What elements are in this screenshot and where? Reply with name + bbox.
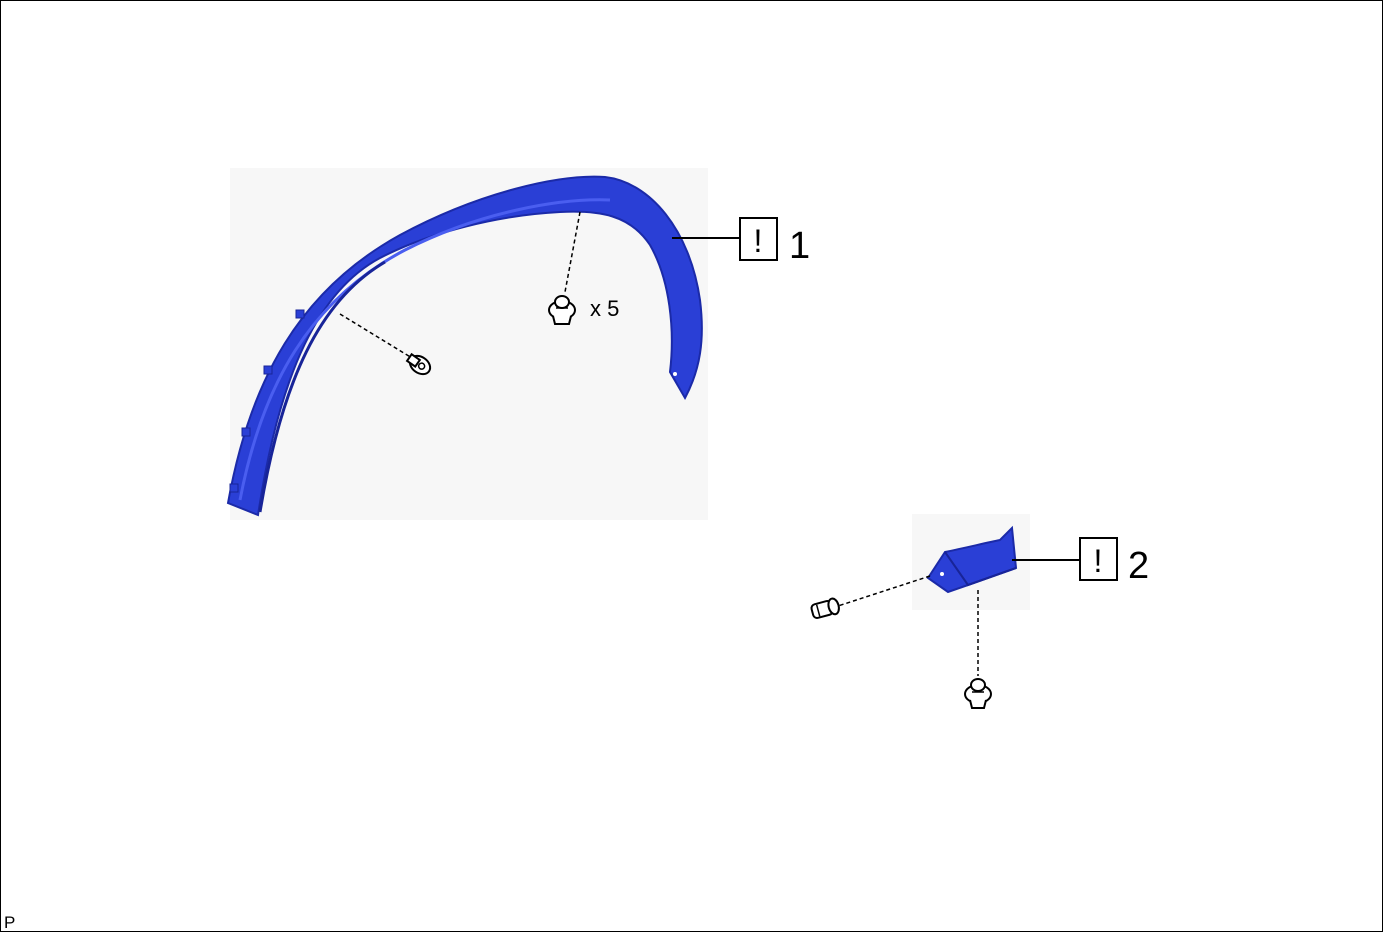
callout-number-1: 1 [789, 225, 810, 267]
fastener-quantity: x 5 [590, 296, 619, 321]
corner-mark: P [4, 913, 15, 932]
screw-icon [405, 352, 432, 376]
fastener-leaders [339, 211, 979, 676]
clip-icon [548, 295, 576, 325]
warning-symbol-1: ! [754, 223, 763, 259]
fender-arch-part [226, 175, 703, 517]
bracket-part [926, 525, 1018, 594]
callout-number-2: 2 [1128, 545, 1149, 587]
warning-box-2 [1079, 537, 1118, 581]
screw-icon [810, 597, 840, 619]
warning-symbol-2: ! [1094, 543, 1103, 579]
warning-box-1 [739, 217, 778, 261]
clip-icon [964, 678, 992, 709]
